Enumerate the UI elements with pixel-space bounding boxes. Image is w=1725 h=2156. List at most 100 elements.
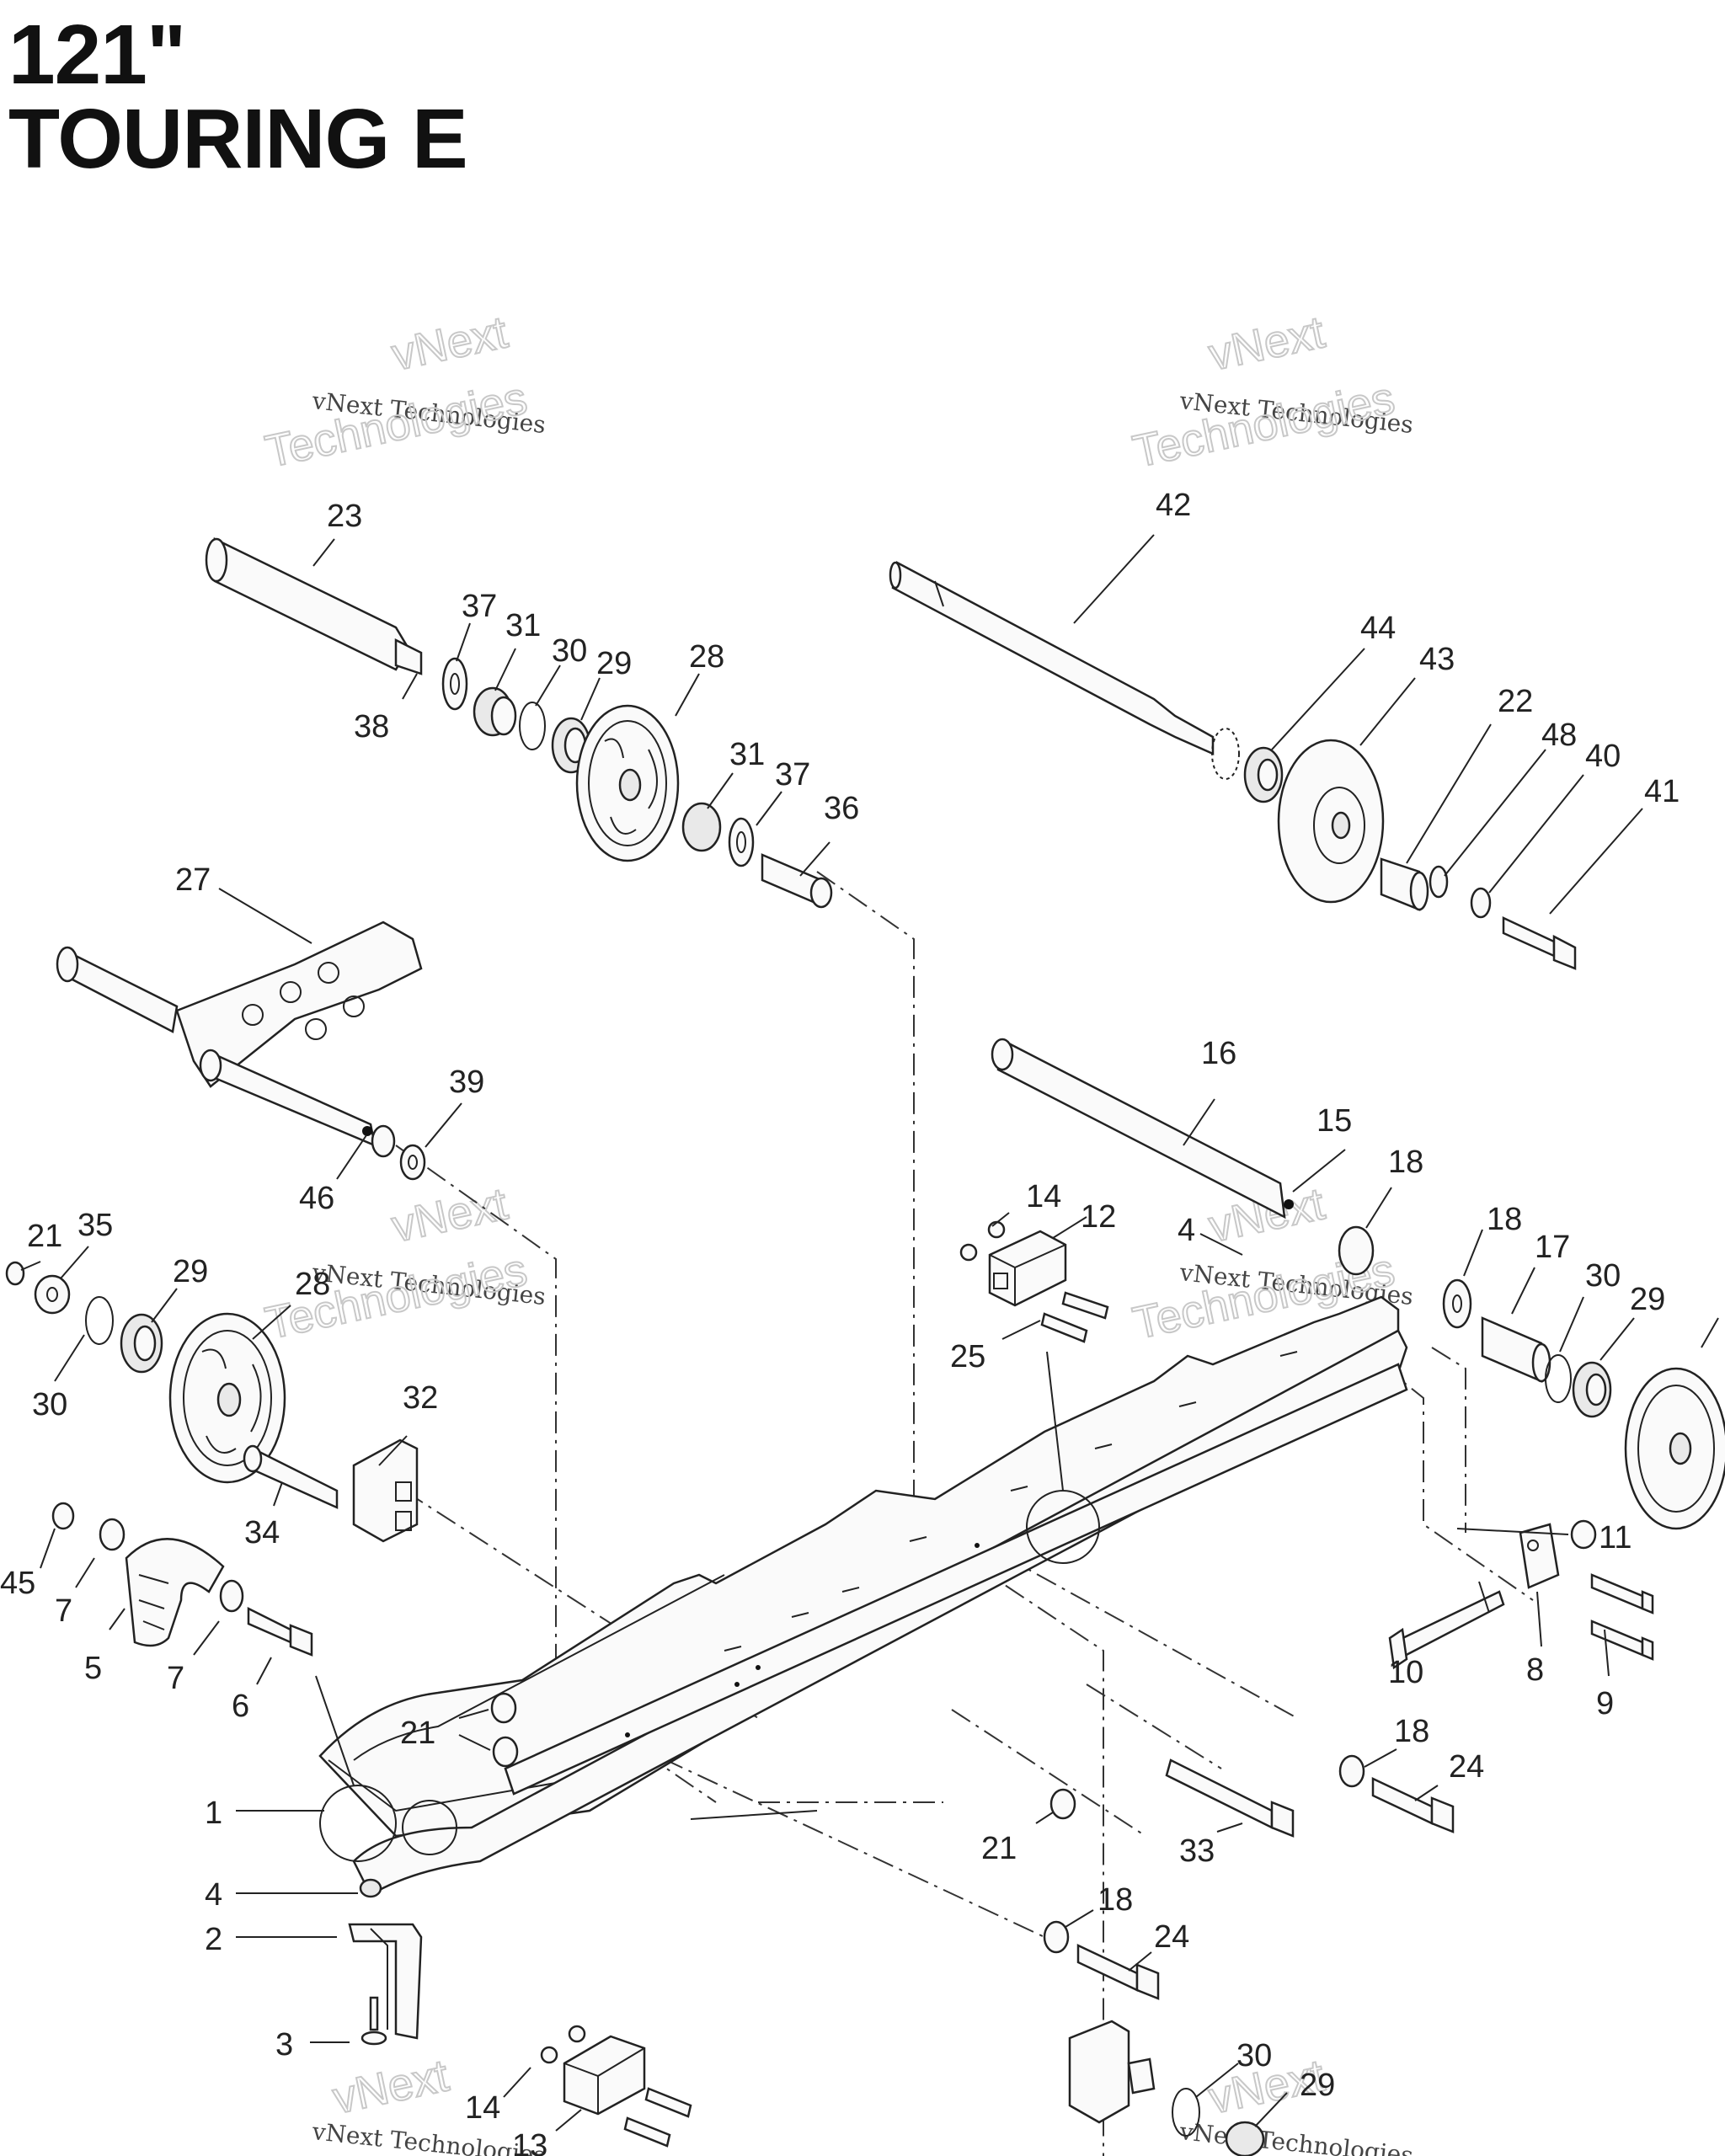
- callout-8: 8: [1526, 1652, 1544, 1688]
- callout-24: 22: [1498, 684, 1533, 719]
- svg-text:vNext: vNext: [387, 307, 512, 380]
- bolts-26: [1040, 1291, 1109, 1343]
- block-32: [352, 1438, 419, 1543]
- callout-1: 1: [205, 1796, 222, 1831]
- nut-22c: [1049, 1788, 1076, 1820]
- callout-30b: 30: [1236, 2038, 1272, 2073]
- callout-9: 9: [1596, 1686, 1614, 1721]
- spacer-18: [1338, 1225, 1375, 1276]
- callout-18: 18: [1388, 1145, 1423, 1180]
- callout-33: 33: [1179, 1833, 1215, 1869]
- callout-28-left: 28: [295, 1267, 330, 1302]
- svg-text:Technologies: Technologies: [1129, 373, 1399, 478]
- svg-text:vNext Technologies: vNext Technologies: [1178, 2117, 1414, 2156]
- callout-7: 7: [55, 1593, 72, 1629]
- callout-4: 4: [1178, 1213, 1195, 1248]
- bolt-25a: [1371, 1777, 1455, 1833]
- callout-41: 41: [1644, 774, 1680, 809]
- callout-29-right: 29: [1630, 1282, 1665, 1317]
- bushing-31b: [681, 802, 722, 852]
- bolt-10: [1388, 1590, 1505, 1670]
- bolt-9a: [1590, 1573, 1654, 1614]
- callout-2: 2: [205, 1922, 222, 1957]
- callout-35: 35: [77, 1208, 113, 1243]
- idler-wheel-43: [1277, 739, 1385, 904]
- callout-29b: 29: [1300, 2068, 1335, 2103]
- callout-34: 34: [244, 1515, 280, 1550]
- bolt-33: [1165, 1758, 1295, 1838]
- nut-45: [51, 1502, 75, 1530]
- washer-7: [99, 1518, 126, 1551]
- nut-22-left: [5, 1261, 25, 1286]
- callout-5: 5: [84, 1651, 102, 1686]
- washer-7b: [219, 1579, 244, 1613]
- bolt-25b: [1076, 1944, 1160, 2000]
- callout-27: 27: [175, 862, 211, 898]
- washer-40: [1470, 887, 1492, 919]
- spacer-36: [761, 853, 833, 909]
- callout-36: 36: [824, 791, 859, 826]
- callout-31: 31: [505, 608, 541, 643]
- nut-22a: [490, 1692, 517, 1724]
- callout-16: 16: [1201, 1036, 1236, 1071]
- runner-2: [348, 1923, 423, 2040]
- bearing-44: [1243, 746, 1284, 803]
- callout-15: 15: [1316, 1103, 1352, 1139]
- watermark: vNext vNext Technologies Technologies: [1128, 306, 1414, 478]
- block-13: [563, 2035, 646, 2116]
- callout-31b: 31: [729, 737, 765, 772]
- circlip-30-bottom: [1172, 2088, 1200, 2137]
- watermark: vNext vNext Technologies Technologies: [260, 306, 547, 478]
- callout-13: 13: [512, 2128, 547, 2156]
- callout-7b: 7: [167, 1661, 184, 1696]
- callout-39: 39: [449, 1065, 484, 1100]
- leader-lines: [20, 534, 1719, 2132]
- callout-40: 40: [1585, 739, 1621, 774]
- spacer-18b: [1442, 1278, 1472, 1329]
- callout-26: 25: [950, 1339, 985, 1374]
- callout-30-right: 30: [1585, 1258, 1621, 1294]
- watermark: vNext vNext Technologies: [1178, 2049, 1414, 2156]
- axle-42: [889, 561, 1215, 755]
- callout-4b: 4: [205, 1877, 222, 1913]
- callout-3: 3: [275, 2027, 293, 2063]
- bushing-17: [1481, 1316, 1551, 1383]
- screw-3: [360, 1996, 387, 2046]
- svg-text:Technologies: Technologies: [261, 373, 531, 478]
- wear-slider-5: [125, 1538, 225, 1647]
- callout-14b: 14: [465, 2090, 500, 2126]
- bearing-29-right: [1572, 1361, 1612, 1418]
- bolt-34: [243, 1444, 339, 1509]
- bearing-29-bottom: [1225, 2121, 1265, 2156]
- washers-14-bottom: [540, 2025, 586, 2064]
- page-title-size: 121": [8, 8, 186, 102]
- callout-22-left: 21: [27, 1219, 62, 1254]
- bearing-29-left: [120, 1313, 163, 1374]
- callout-32: 32: [403, 1380, 438, 1416]
- circlip-30: [519, 702, 546, 750]
- callout-11: 11: [1599, 1520, 1632, 1556]
- callout-30-left: 30: [32, 1387, 67, 1422]
- callout-22: 21: [400, 1716, 435, 1751]
- rear-shaft-23: [205, 536, 423, 675]
- circlip-30-right: [1545, 1354, 1572, 1403]
- callout-21b: 18: [1097, 1882, 1133, 1918]
- callout-17: 17: [1535, 1230, 1570, 1265]
- svg-text:vNext: vNext: [328, 2050, 453, 2123]
- spacer-24: [1380, 857, 1429, 911]
- circlip-30-left: [85, 1296, 114, 1345]
- callout-25b: 24: [1154, 1919, 1189, 1955]
- callout-28: 28: [689, 639, 724, 675]
- nut-22b: [492, 1736, 519, 1768]
- svg-text:vNext: vNext: [1204, 307, 1329, 380]
- washer-48: [1429, 865, 1449, 899]
- callout-48: 48: [1541, 718, 1577, 753]
- callout-30: 30: [552, 633, 587, 669]
- callout-23: 23: [327, 499, 362, 534]
- circlip-dotted: [1211, 728, 1240, 780]
- bolt-41: [1502, 916, 1577, 970]
- callout-45: 45: [0, 1566, 35, 1601]
- shaft-16: [991, 1038, 1294, 1219]
- bolt-6: [247, 1606, 313, 1657]
